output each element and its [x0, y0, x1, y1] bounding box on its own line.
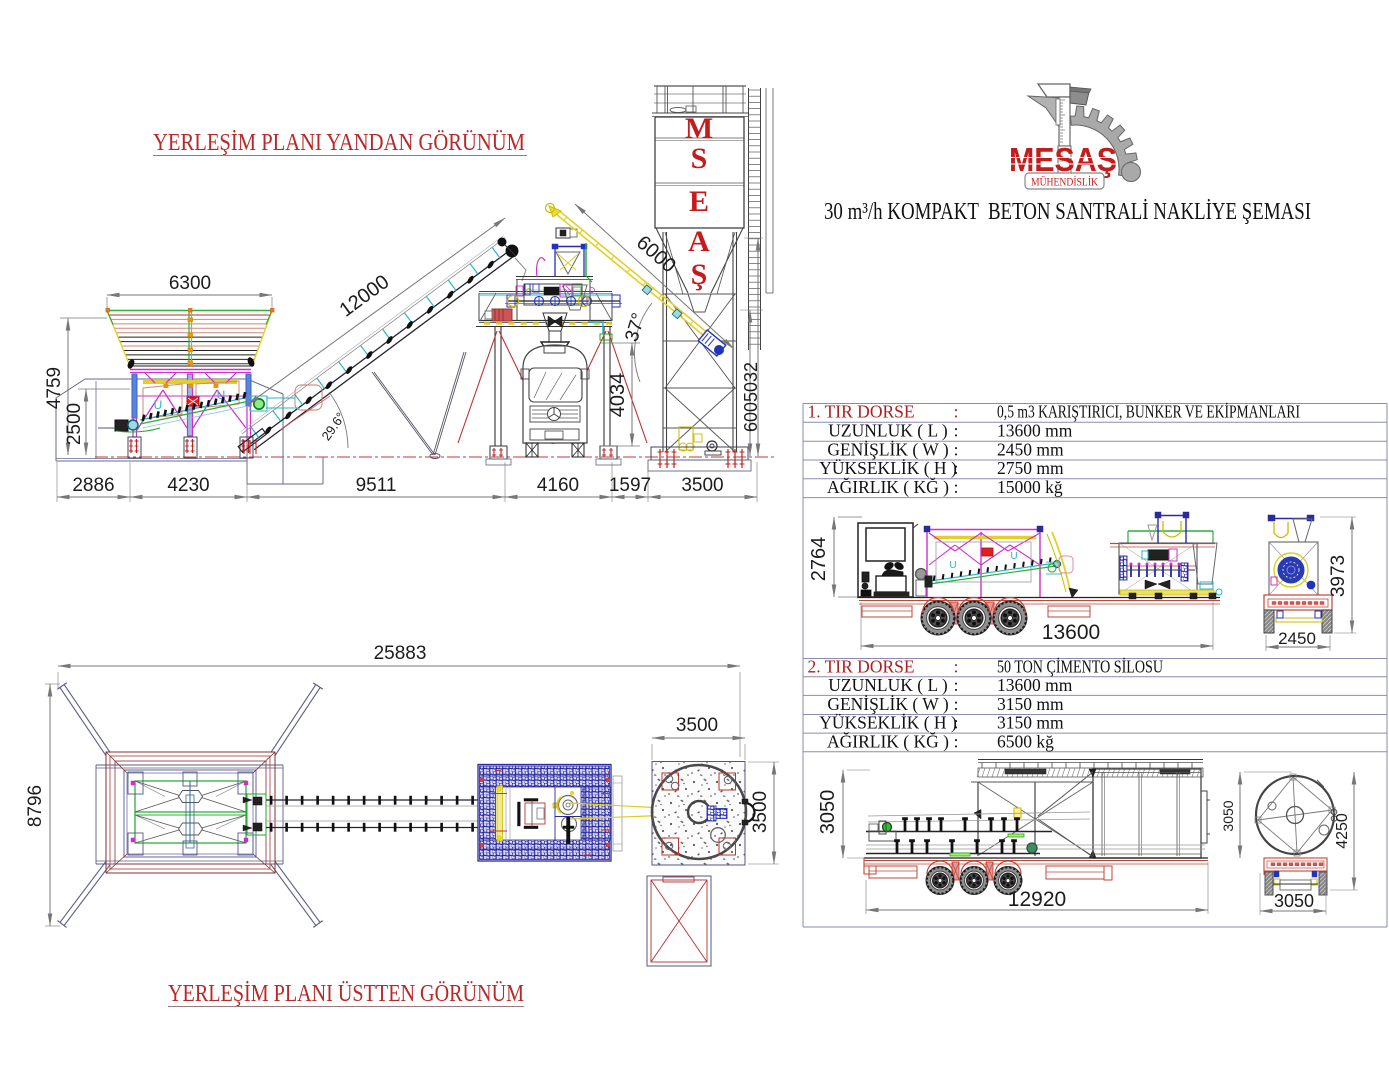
svg-text:YERLEŞİM PLANI ÜSTTEN GÖRÜNÜM: YERLEŞİM PLANI ÜSTTEN GÖRÜNÜM: [168, 981, 524, 1007]
svg-text:MÜHENDİSLİK: MÜHENDİSLİK: [1031, 175, 1098, 189]
svg-text:2750 mm: 2750 mm: [997, 458, 1064, 478]
svg-text:Ş: Ş: [691, 258, 708, 291]
svg-text:50 TON ÇİMENTO SİLOSU: 50 TON ÇİMENTO SİLOSU: [997, 657, 1163, 677]
svg-text:1597: 1597: [609, 475, 651, 496]
svg-text:E: E: [689, 185, 709, 218]
svg-text:M: M: [685, 112, 713, 145]
svg-text:YÜKSEKLİK ( H ): YÜKSEKLİK ( H ): [819, 713, 957, 733]
svg-text:A: A: [688, 225, 710, 258]
svg-text:YÜKSEKLİK ( H ): YÜKSEKLİK ( H ): [819, 458, 957, 478]
svg-text:2. TIR DORSE: 2. TIR DORSE: [807, 657, 914, 677]
svg-text:GENİŞLİK ( W ): GENİŞLİK ( W ): [827, 439, 949, 459]
svg-text:4759: 4759: [44, 367, 65, 409]
svg-text:12920: 12920: [1008, 888, 1066, 911]
svg-text:4250: 4250: [1334, 813, 1351, 849]
svg-text:30 m³/h KOMPAKT BETON SANTRAL: 30 m³/h KOMPAKT BETON SANTRALİ NAKLİYE Ş…: [824, 199, 1311, 225]
svg-text:9511: 9511: [356, 475, 397, 496]
svg-text::: :: [954, 458, 959, 478]
svg-text:UZUNLUK ( L ): UZUNLUK ( L ): [828, 675, 948, 695]
svg-text:2450: 2450: [1278, 629, 1316, 648]
svg-text::: :: [954, 657, 959, 677]
svg-text::: :: [954, 694, 959, 714]
svg-text:4160: 4160: [537, 475, 579, 496]
svg-text:3150 mm: 3150 mm: [997, 713, 1064, 733]
svg-text:3973: 3973: [1328, 555, 1349, 597]
svg-text:MESAŞ: MESAŞ: [1009, 141, 1117, 178]
svg-text::: :: [954, 439, 959, 459]
svg-text:6500 kğ: 6500 kğ: [997, 731, 1054, 751]
svg-text:3500: 3500: [676, 715, 718, 736]
svg-text:YERLEŞİM PLANI YANDAN GÖRÜNÜM: YERLEŞİM PLANI YANDAN GÖRÜNÜM: [153, 130, 525, 156]
svg-text::: :: [954, 402, 959, 422]
svg-text:3050: 3050: [1220, 800, 1236, 831]
svg-text:2886: 2886: [72, 475, 114, 496]
svg-text:13600 mm: 13600 mm: [997, 421, 1073, 441]
svg-text:15000 kğ: 15000 kğ: [997, 477, 1063, 497]
svg-text:2764: 2764: [808, 537, 830, 582]
svg-text:3050: 3050: [1274, 891, 1314, 911]
svg-text:2500: 2500: [64, 403, 85, 445]
svg-text:25883: 25883: [374, 643, 427, 664]
svg-text:0,5 m3 KARIŞTIRICI, BUNKER VE: 0,5 m3 KARIŞTIRICI, BUNKER VE EKİPMANLAR…: [997, 402, 1300, 422]
svg-text:3050: 3050: [817, 790, 839, 835]
svg-text:1. TIR DORSE: 1. TIR DORSE: [807, 402, 914, 422]
svg-text:8796: 8796: [25, 785, 46, 827]
svg-text:AĞIRLIK ( KĞ ): AĞIRLIK ( KĞ ): [827, 477, 949, 497]
svg-text:13600 mm: 13600 mm: [997, 675, 1073, 695]
svg-text:AĞIRLIK ( KĞ ): AĞIRLIK ( KĞ ): [827, 731, 949, 751]
svg-text::: :: [954, 675, 959, 695]
svg-text:U: U: [1010, 551, 1017, 562]
svg-text:2450 mm: 2450 mm: [997, 439, 1064, 459]
svg-text:U: U: [154, 398, 163, 412]
svg-text:4034: 4034: [607, 373, 629, 418]
svg-text::: :: [954, 421, 959, 441]
svg-text:4230: 4230: [167, 475, 209, 496]
svg-text:U: U: [217, 388, 226, 402]
svg-text:3500: 3500: [681, 475, 723, 496]
svg-text:S: S: [691, 142, 708, 175]
svg-text:6005032: 6005032: [741, 362, 761, 432]
svg-text::: :: [954, 731, 959, 751]
svg-text:3500: 3500: [750, 791, 771, 833]
svg-text:6300: 6300: [169, 273, 211, 294]
svg-text::: :: [954, 713, 959, 733]
svg-text:UZUNLUK ( L ): UZUNLUK ( L ): [828, 421, 948, 441]
svg-text::: :: [954, 477, 959, 497]
svg-text:13600: 13600: [1042, 621, 1100, 644]
svg-text:U: U: [949, 560, 956, 571]
svg-text:GENİŞLİK ( W ): GENİŞLİK ( W ): [827, 694, 949, 714]
svg-text:3150 mm: 3150 mm: [997, 694, 1064, 714]
